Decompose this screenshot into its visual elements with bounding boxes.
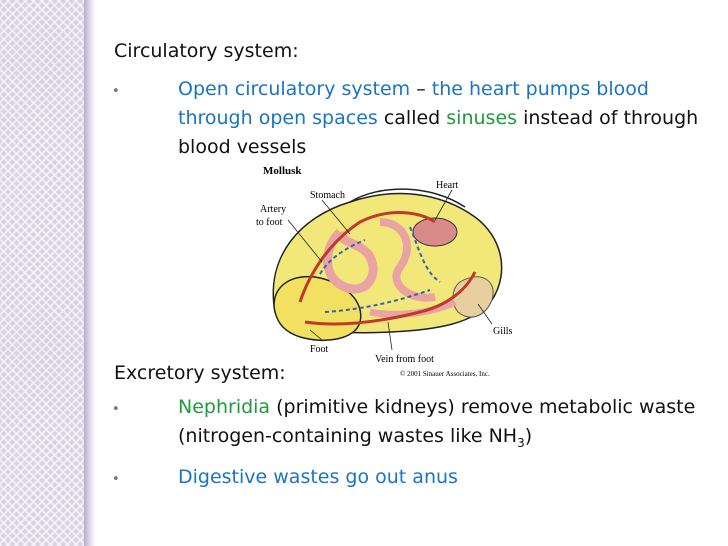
stomach-label: Stomach bbox=[310, 190, 345, 201]
copyright-text: © 2001 Sinauer Associates, Inc. bbox=[400, 370, 490, 378]
decorative-sidebar bbox=[0, 0, 84, 546]
mollusk-diagram: Mollusk Stomach Artery to foot Heart Gil… bbox=[256, 165, 513, 378]
nephridia-bullet-text: Nephridia (primitive kidneys) remove met… bbox=[178, 393, 718, 458]
artery-label-line2: to foot bbox=[256, 217, 283, 228]
heart-pumps-phrase: the heart pumps blood through open space… bbox=[178, 78, 649, 129]
bullet-marker: • bbox=[112, 472, 120, 487]
heart-label: Heart bbox=[436, 180, 458, 191]
vein-label: Vein from foot bbox=[375, 354, 434, 365]
digestive-wastes-text: Digestive wastes go out anus bbox=[178, 466, 458, 488]
nephridia-term: Nephridia bbox=[178, 396, 271, 418]
circulatory-heading: Circulatory system: bbox=[114, 40, 299, 62]
called-text: called bbox=[377, 107, 447, 129]
instead-text: instead of through blood vessels bbox=[178, 107, 699, 158]
circulatory-bullet-text: Open circulatory system – the heart pump… bbox=[178, 75, 718, 162]
bullet-marker: • bbox=[112, 402, 120, 417]
artery-label-line1: Artery bbox=[260, 204, 286, 215]
excretory-heading: Excretory system: bbox=[114, 362, 286, 384]
dash-text: – bbox=[410, 78, 432, 100]
subscript-3: 3 bbox=[517, 435, 525, 450]
foot-label: Foot bbox=[310, 344, 329, 355]
open-circulatory-term: Open circulatory system bbox=[178, 78, 411, 100]
close-paren: ) bbox=[524, 425, 533, 447]
sinuses-term: sinuses bbox=[446, 107, 518, 129]
bullet-marker: • bbox=[112, 84, 120, 99]
diagram-title: Mollusk bbox=[263, 165, 302, 177]
metabolic-waste-text: (primitive kidneys) remove metabolic was… bbox=[178, 396, 696, 447]
gills-label: Gills bbox=[493, 326, 513, 337]
sidebar-divider bbox=[84, 0, 96, 546]
